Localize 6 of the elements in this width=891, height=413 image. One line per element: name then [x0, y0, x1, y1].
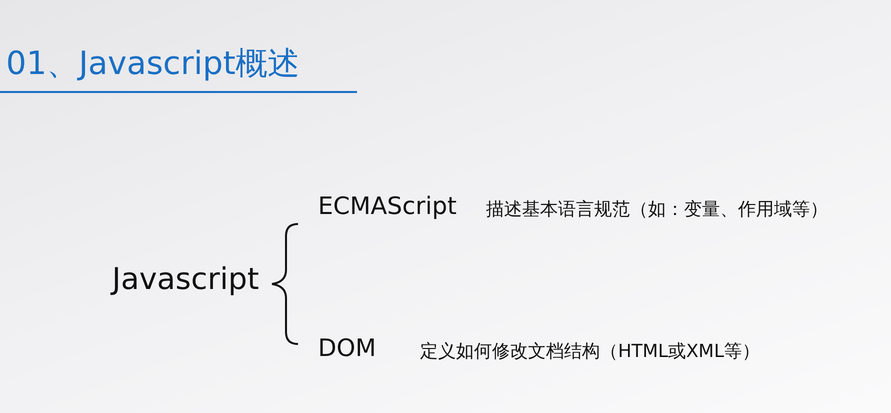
branch-term: DOM — [318, 334, 376, 362]
description-text: 定义如何修改文档结构（HTML或XML等） — [420, 340, 760, 363]
branch-term: ECMAScript — [318, 192, 457, 220]
slide-title: 01、Javascript概述 — [6, 43, 300, 84]
root-term: Javascript — [112, 262, 259, 297]
description-text: 描述基本语言规范（如：变量、作用域等） — [486, 198, 828, 221]
